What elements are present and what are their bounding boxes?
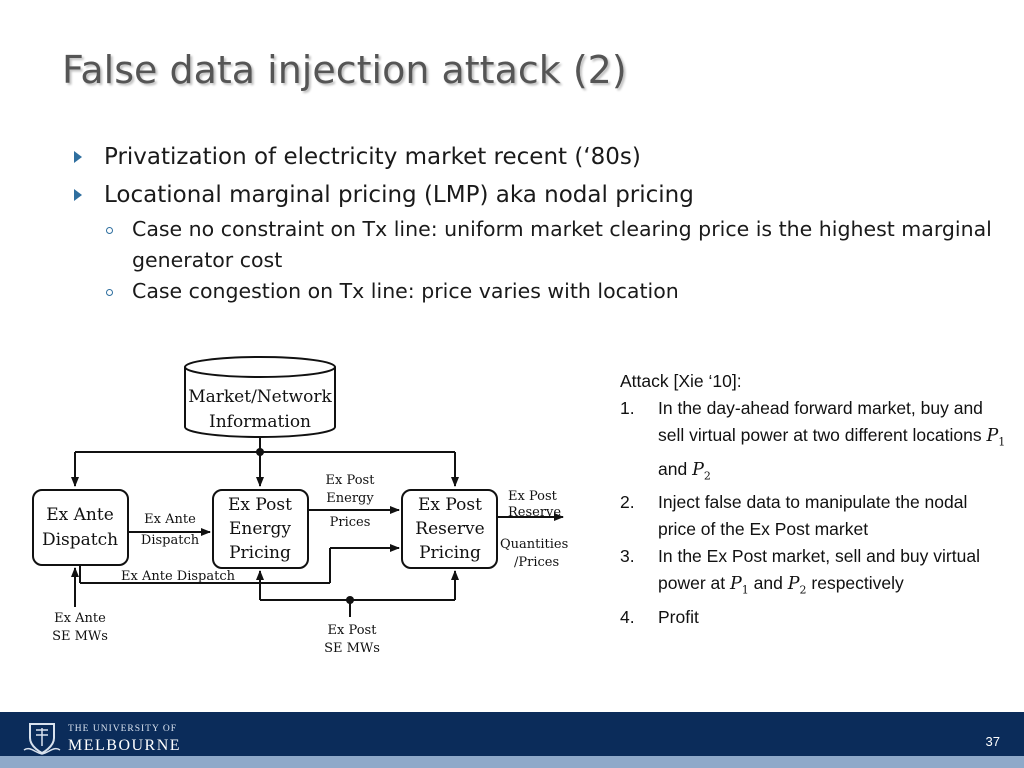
- list-item: 1. In the day-ahead forward market, buy …: [620, 395, 1010, 489]
- step-text: In the Ex Post market, sell and buy virt…: [658, 546, 980, 593]
- sub-bullet-item: Case no constraint on Tx line: uniform m…: [74, 214, 994, 276]
- bullet-item: Locational marginal pricing (LMP) aka no…: [74, 176, 994, 214]
- lmp-block-diagram: Market/Network Information Ex Ante Dispa…: [30, 352, 590, 670]
- output-label: Ex Post: [508, 489, 558, 504]
- arrow-label: Prices: [330, 515, 371, 530]
- box-text: Pricing: [419, 543, 481, 563]
- output-label: Reserve: [508, 505, 561, 520]
- step-number: 3.: [620, 546, 635, 566]
- p1-symbol: P1: [730, 574, 749, 597]
- logo-text-small: THE UNIVERSITY OF: [68, 724, 178, 734]
- list-item: 4. Profit: [620, 604, 1010, 631]
- step-number: 2.: [620, 492, 635, 512]
- output-label: /Prices: [514, 555, 559, 570]
- arrow-label: Ex Ante: [144, 512, 196, 527]
- step-number: 1.: [620, 398, 635, 418]
- input-label: SE MWs: [324, 641, 380, 656]
- ex-post-energy-pricing-box: Ex Post Energy Pricing: [212, 489, 309, 569]
- ex-post-reserve-pricing-box: Ex Post Reserve Pricing: [401, 489, 498, 569]
- box-text: Dispatch: [42, 530, 118, 550]
- slide-title: False data injection attack (2): [62, 48, 627, 92]
- arrow-label: Energy: [326, 491, 374, 506]
- p1-symbol: P1: [986, 426, 1006, 449]
- sub-bullet-text: Case congestion on Tx line: price varies…: [132, 279, 679, 303]
- attack-description: Attack [Xie ‘10]: 1. In the day-ahead fo…: [620, 368, 1010, 631]
- p2-symbol: P2: [692, 459, 711, 483]
- box-text: Reserve: [415, 519, 484, 539]
- box-text: Ex Post: [228, 495, 292, 515]
- box-text: Ex Ante: [46, 505, 114, 525]
- arrow-label: Dispatch: [141, 533, 200, 548]
- footer-stripe: [0, 756, 1024, 768]
- sub-bullet-text: Case no constraint on Tx line: uniform m…: [132, 217, 992, 272]
- step-and: and: [658, 458, 688, 479]
- bullet-text: Locational marginal pricing (LMP) aka no…: [104, 182, 694, 208]
- attack-heading: Attack [Xie ‘10]:: [620, 371, 742, 391]
- arrow-label: Ex Ante Dispatch: [121, 569, 236, 584]
- db-label-line1: Market/Network: [188, 387, 332, 407]
- output-label: Quantities: [500, 537, 568, 552]
- step-text: In the day-ahead forward market, buy and…: [658, 398, 983, 445]
- step-text: Inject false data to manipulate the noda…: [658, 492, 968, 539]
- list-item: 2. Inject false data to manipulate the n…: [620, 489, 1010, 543]
- input-label: SE MWs: [52, 629, 108, 644]
- step-and: and: [753, 573, 783, 593]
- step-end: respectively: [811, 573, 904, 593]
- input-label: Ex Post: [328, 623, 378, 638]
- ring-bullet-icon: [106, 227, 113, 234]
- bullet-list: Privatization of electricity market rece…: [74, 138, 994, 307]
- input-label: Ex Ante: [54, 611, 106, 626]
- logo-text-big: MELBOURNE: [68, 737, 182, 754]
- attack-steps: 1. In the day-ahead forward market, buy …: [620, 395, 1010, 631]
- box-text: Pricing: [229, 543, 291, 563]
- arrow-label: Ex Post: [326, 473, 376, 488]
- list-item: 3. In the Ex Post market, sell and buy v…: [620, 543, 1010, 604]
- market-network-database: Market/Network Information: [184, 356, 336, 438]
- box-text: Ex Post: [418, 495, 482, 515]
- bullet-text: Privatization of electricity market rece…: [104, 144, 641, 170]
- p2-symbol: P2: [787, 574, 807, 597]
- sub-bullet-item: Case congestion on Tx line: price varies…: [74, 276, 994, 307]
- db-label-line2: Information: [209, 412, 311, 432]
- ring-bullet-icon: [106, 289, 113, 296]
- ex-ante-dispatch-box: Ex Ante Dispatch: [32, 489, 129, 566]
- box-text: Energy: [229, 519, 291, 539]
- university-crest-icon: [22, 720, 62, 760]
- page-number: 37: [985, 734, 1000, 749]
- step-number: 4.: [620, 606, 635, 627]
- triangle-bullet-icon: [74, 189, 82, 201]
- bullet-item: Privatization of electricity market rece…: [74, 138, 994, 176]
- step-text: Profit: [658, 606, 699, 627]
- triangle-bullet-icon: [74, 151, 82, 163]
